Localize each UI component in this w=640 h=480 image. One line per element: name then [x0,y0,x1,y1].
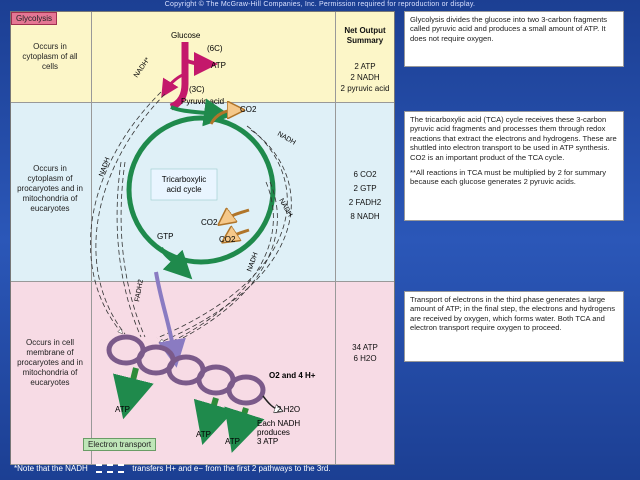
dashed-line-legend [96,464,125,474]
co2-arrow-right [225,210,250,220]
nadh-dashed-line [170,181,274,343]
summary-item: 8 NADH [350,212,380,221]
transport-coil [226,374,266,406]
atp-out-label: ATP [225,437,240,446]
summary-header: Net Output Summary [344,26,386,45]
summary-item: 2 ATP [354,62,376,71]
tca-note: **All reactions in TCA must be multiplie… [410,168,607,187]
atp-out-label: ATP [196,430,211,439]
glycolysis-tag: Glycolysis [11,12,58,25]
nadh-label-left: NADH [98,157,111,178]
nadh-star-label: NADH* [133,56,152,79]
atp-arrow [193,397,235,446]
gtp-label: GTP [157,232,173,241]
atp-out-label: ATP [115,405,130,414]
co2-label-right: CO2 [201,218,218,227]
three-carbon-label: (3C) [189,85,205,94]
nadh-dashed-line [174,181,278,343]
fadh2-arrow [154,271,186,368]
diagram-panel: Glycolysis Electron transport Occurs in … [10,11,395,465]
summary-item: 6 H2O [353,354,377,363]
summary-item: 2 pyruvic acid [340,84,390,93]
pyruvic-acid-label: Pyruvic acid [181,97,224,106]
metabolism-diagram: Glucose (6C) ATP NADH* (3C) Pyruvic acid… [90,31,316,453]
co2-label-right2: CO2 [219,235,236,244]
location-divider [91,12,92,464]
location-tca: Occurs in cytoplasm of procaryotes and i… [17,164,83,213]
nadh-dashed-line [90,91,162,332]
co2-arrow-top [209,110,236,125]
h2o-label: 2 H2O [277,405,300,414]
nadh-branch [161,72,186,98]
nadh-dashed-line [120,161,146,338]
tca-label-box [150,168,218,201]
location-electron-transport: Occurs in cell membrane of procaryotes a… [17,338,83,387]
h2o-arrow [262,395,279,410]
electron-transport-tag: Electron transport [83,438,157,451]
co2-label-top: CO2 [240,105,257,114]
copyright-notice: Copyright © The McGraw-Hill Companies, I… [164,1,476,8]
gtp-arrow [159,246,193,280]
nadh-dashed-line [156,125,288,339]
summary-glycolysis: 2 ATP 2 NADH 2 pyruvic acid [336,61,394,94]
summary-electron-transport: 34 ATP 6 H2O [336,342,394,364]
tca-entry-arrow [170,98,232,127]
electron-transport-description: Transport of electrons in the third phas… [404,291,624,362]
atp-arrow [224,406,265,453]
summary-item: 34 ATP [352,343,378,352]
tca-description: The tricarboxylic acid (TCA) cycle recei… [404,111,624,221]
atp-branch [184,51,218,76]
co2-arrow-right2 [229,230,250,238]
glycolysis-description: Glycolysis divides the glucose into two … [404,11,624,67]
summary-tca: 6 CO2 2 GTP 2 FADH2 8 NADH [336,168,394,224]
summary-item: 2 GTP [353,184,377,193]
fadh2-label: FADH2 [134,279,145,303]
six-carbon-label: (6C) [207,44,223,53]
summary-item: 2 FADH2 [348,198,382,207]
nadh-dashed-line [95,93,166,335]
glucose-label: Glucose [171,31,201,40]
footnote-start: *Note that the NADH [14,464,88,473]
tca-description-text: The tricarboxylic acid (TCA) cycle recei… [410,115,617,162]
atp-arrow [112,367,154,420]
nadh-dashed-line [161,129,292,342]
atp-label: ATP [211,61,226,70]
summary-item: 2 NADH [350,73,380,82]
oxygen-label: O2 and 4 H+ [269,371,316,380]
nadh-label-top: NADH [276,131,297,147]
summary-item: 6 CO2 [353,170,377,179]
nadh-dashed-line [116,161,142,338]
summary-divider [335,12,336,464]
footnote: *Note that the NADH transfers H+ and e− … [14,464,331,474]
footnote-end: transfers H+ and e− from the first 2 pat… [132,464,331,473]
location-glycolysis: Occurs in cytoplasm of all cells [22,42,78,71]
